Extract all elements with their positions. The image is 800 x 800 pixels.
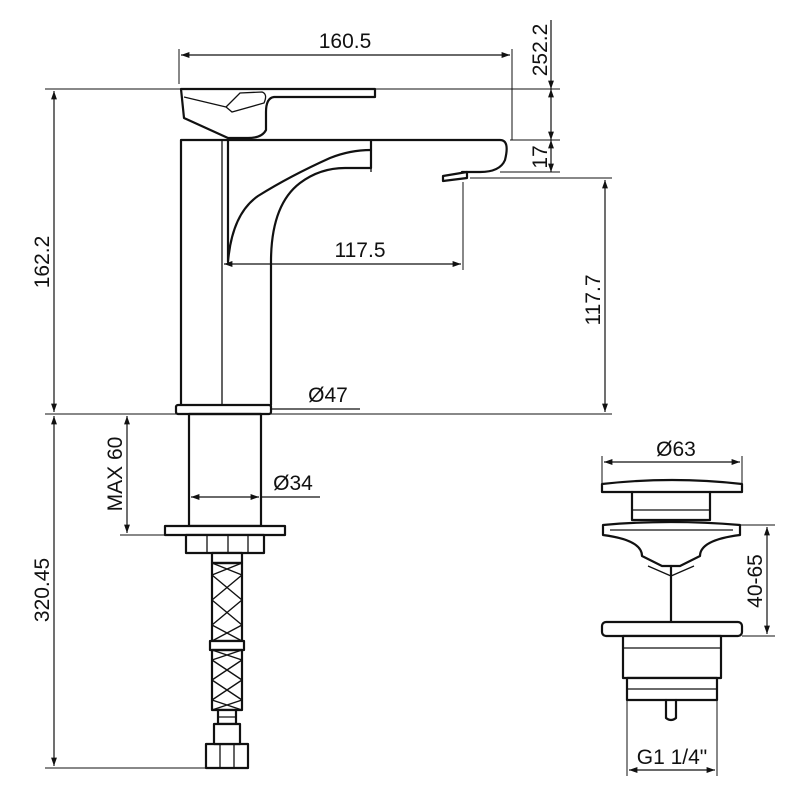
label-117-5: 117.5 [335,239,386,262]
threaded-shank [187,412,263,528]
shank-assembly [163,412,287,565]
dim-right-stack: 252.2 17 [375,20,560,173]
label-max-60: MAX 60 [104,437,127,512]
label-40-65: 40-65 [744,554,767,608]
aerator [441,170,469,183]
pop-up-waste [600,478,744,722]
dim-hose-length: 320.45 [31,416,206,769]
label-252-2: 252.2 [529,24,552,77]
dim-shank-diameter: Ø34 [191,472,320,500]
braided-hose [204,561,250,770]
label-17: 17 [529,145,552,168]
waste-lower-flange [600,620,744,638]
fixing-plate [163,524,287,537]
dim-waste-thread: G1 1/4" [626,700,718,776]
base-ring [174,403,273,416]
lever-handle [179,87,377,140]
faucet-body [174,87,508,416]
label-o47: Ø47 [308,384,348,407]
label-o63: Ø63 [656,438,696,461]
label-320-45: 320.45 [31,558,54,622]
lever-detail [225,91,267,113]
label-162-2: 162.2 [31,236,54,289]
waste-cap [600,478,744,494]
dim-base-diameter: Ø47 [271,384,360,410]
dim-body-height: 162.2 [31,88,180,415]
label-o34: Ø34 [273,472,313,495]
dim-waste-diameter: Ø63 [601,438,743,484]
label-g1-1-4: G1 1/4" [637,746,708,769]
spout-outline [179,138,508,407]
dim-waste-range: 40-65 [740,524,775,637]
label-117-7: 117.7 [582,275,605,326]
fixing-nut [184,533,266,555]
hose-connector-nut [204,742,250,770]
dim-spout-length: 160.5 [178,30,513,140]
dim-spout-reach: 117.5 [224,182,464,270]
spout-underside [226,138,373,264]
waste-flange [601,520,742,568]
label-160-5: 160.5 [319,30,372,53]
dim-max-deck: MAX 60 [104,416,165,536]
waste-body [621,634,723,680]
dim-spout-height: 117.7 [271,177,612,415]
